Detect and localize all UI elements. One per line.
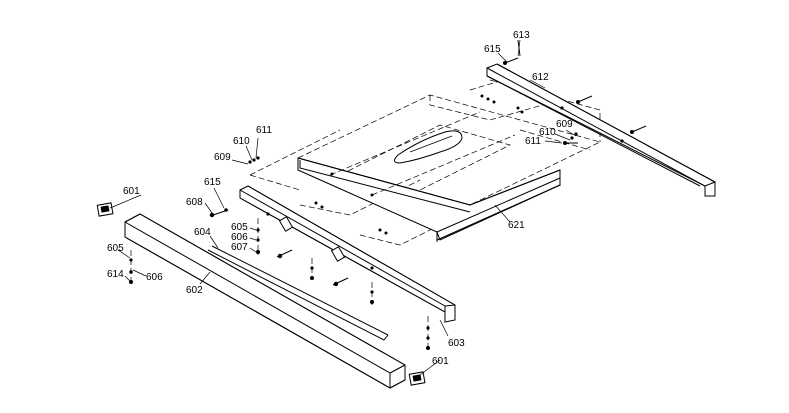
callout-606-left: 606 (146, 272, 163, 283)
callout-601: 601 (123, 186, 140, 197)
scale-strip (207, 245, 389, 341)
callout-602: 602 (186, 285, 203, 296)
callout-607: 607 (231, 242, 248, 253)
callout-605-left: 605 (107, 243, 124, 254)
callout-610-right: 610 (539, 127, 556, 138)
callout-605: 605 (231, 222, 248, 233)
callout-612: 612 (532, 72, 549, 83)
end-cap-right (408, 371, 426, 386)
callout-611: 611 (256, 125, 272, 136)
callout-608: 608 (186, 197, 203, 208)
callout-labels: 613 615 612 611 610 609 609 610 611 601 … (107, 30, 573, 367)
left-end-hardware (129, 250, 133, 285)
end-cap-left (96, 202, 114, 217)
callout-615: 615 (484, 44, 501, 55)
callout-615-left: 615 (204, 177, 221, 188)
callout-611-right: 611 (525, 136, 541, 147)
callout-610: 610 (233, 136, 250, 147)
front-tube (124, 213, 406, 389)
table-slot (394, 130, 463, 164)
callout-621: 621 (508, 220, 525, 231)
callout-606: 606 (231, 232, 248, 243)
callout-613: 613 (513, 30, 530, 41)
callout-609-right: 609 (556, 119, 573, 130)
front-bracket (239, 185, 456, 323)
callout-603: 603 (448, 338, 465, 349)
table-top-plate (297, 157, 561, 242)
front-bracket-hardware (209, 156, 430, 350)
rear-rail-bolts (503, 39, 647, 145)
callout-601-right: 601 (432, 356, 449, 367)
leader-lines (109, 39, 577, 376)
rear-rail (486, 63, 716, 197)
callout-604: 604 (194, 227, 211, 238)
callout-614: 614 (107, 269, 124, 280)
callout-609: 609 (214, 152, 231, 163)
